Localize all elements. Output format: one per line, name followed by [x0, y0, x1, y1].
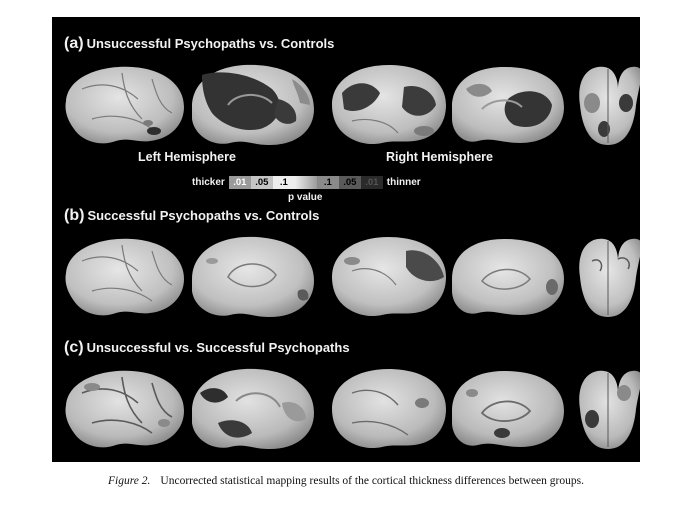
- figure-panel: (a)Unsuccessful Psychopaths vs. Controls: [52, 17, 640, 462]
- panel-a-label: (a)Unsuccessful Psychopaths vs. Controls: [64, 35, 334, 53]
- panel-c-letter: (c): [64, 339, 84, 356]
- legend-thicker: thicker: [192, 176, 225, 188]
- figure-caption: Figure 2. Uncorrected statistical mapping…: [0, 475, 692, 487]
- left-lateral-brain-c: [65, 370, 184, 448]
- brain-images-b: [65, 236, 640, 317]
- right-hemisphere-label: Right Hemisphere: [386, 150, 493, 164]
- left-hemisphere-label: Left Hemisphere: [138, 150, 236, 164]
- left-lateral-brain-a: [65, 66, 184, 144]
- legend-tick: .01: [228, 175, 251, 189]
- brain-row-a: [52, 59, 640, 154]
- right-lateral-brain-a: [332, 65, 446, 145]
- left-medial-brain-b: [192, 236, 314, 317]
- caption-text: Uncorrected statistical mapping results …: [160, 475, 584, 487]
- panel-b-label: (b)Successful Psychopaths vs. Controls: [64, 207, 319, 225]
- brain-row-b: [52, 231, 640, 326]
- right-lateral-brain-b: [332, 237, 446, 317]
- ventral-brain-a: [579, 66, 640, 145]
- left-medial-brain-c: [192, 368, 314, 449]
- ventral-brain-b: [579, 238, 640, 317]
- right-medial-brain-c: [452, 371, 564, 447]
- legend-axis-label: p value: [288, 192, 323, 203]
- legend-tick: .05: [338, 175, 361, 189]
- legend-tick: .1: [316, 175, 339, 189]
- right-medial-brain-b: [452, 239, 564, 315]
- legend-thinner: thinner: [386, 176, 421, 188]
- panel-b-letter: (b): [64, 207, 85, 224]
- legend-tick: .01: [360, 175, 383, 189]
- legend-scale: .01 .05 .1 .1 .05 .01: [228, 175, 383, 189]
- panel-b-title: Successful Psychopaths vs. Controls: [87, 208, 320, 223]
- panel-c-label: (c)Unsuccessful vs. Successful Psychopat…: [64, 339, 350, 357]
- panel-c-title: Unsuccessful vs. Successful Psychopaths: [86, 340, 350, 355]
- panel-a-title: Unsuccessful Psychopaths vs. Controls: [86, 36, 335, 51]
- brain-images-c: [65, 368, 640, 449]
- ventral-brain-c: [579, 370, 640, 449]
- figure-number: Figure 2.: [108, 475, 151, 487]
- brain-row-c: [52, 363, 640, 458]
- left-lateral-brain-b: [65, 238, 184, 316]
- legend-tick: .1: [272, 175, 295, 189]
- p-value-legend: thicker .01 .05 .1 .1 .05 .01 thinner: [188, 174, 425, 190]
- brain-images-a: [65, 64, 640, 145]
- right-medial-brain-a: [452, 67, 564, 143]
- legend-gradient: [294, 175, 317, 189]
- left-medial-brain-a: [192, 64, 314, 145]
- panel-a-letter: (a): [64, 35, 84, 52]
- right-lateral-brain-c: [332, 369, 446, 449]
- legend-tick: .05: [250, 175, 273, 189]
